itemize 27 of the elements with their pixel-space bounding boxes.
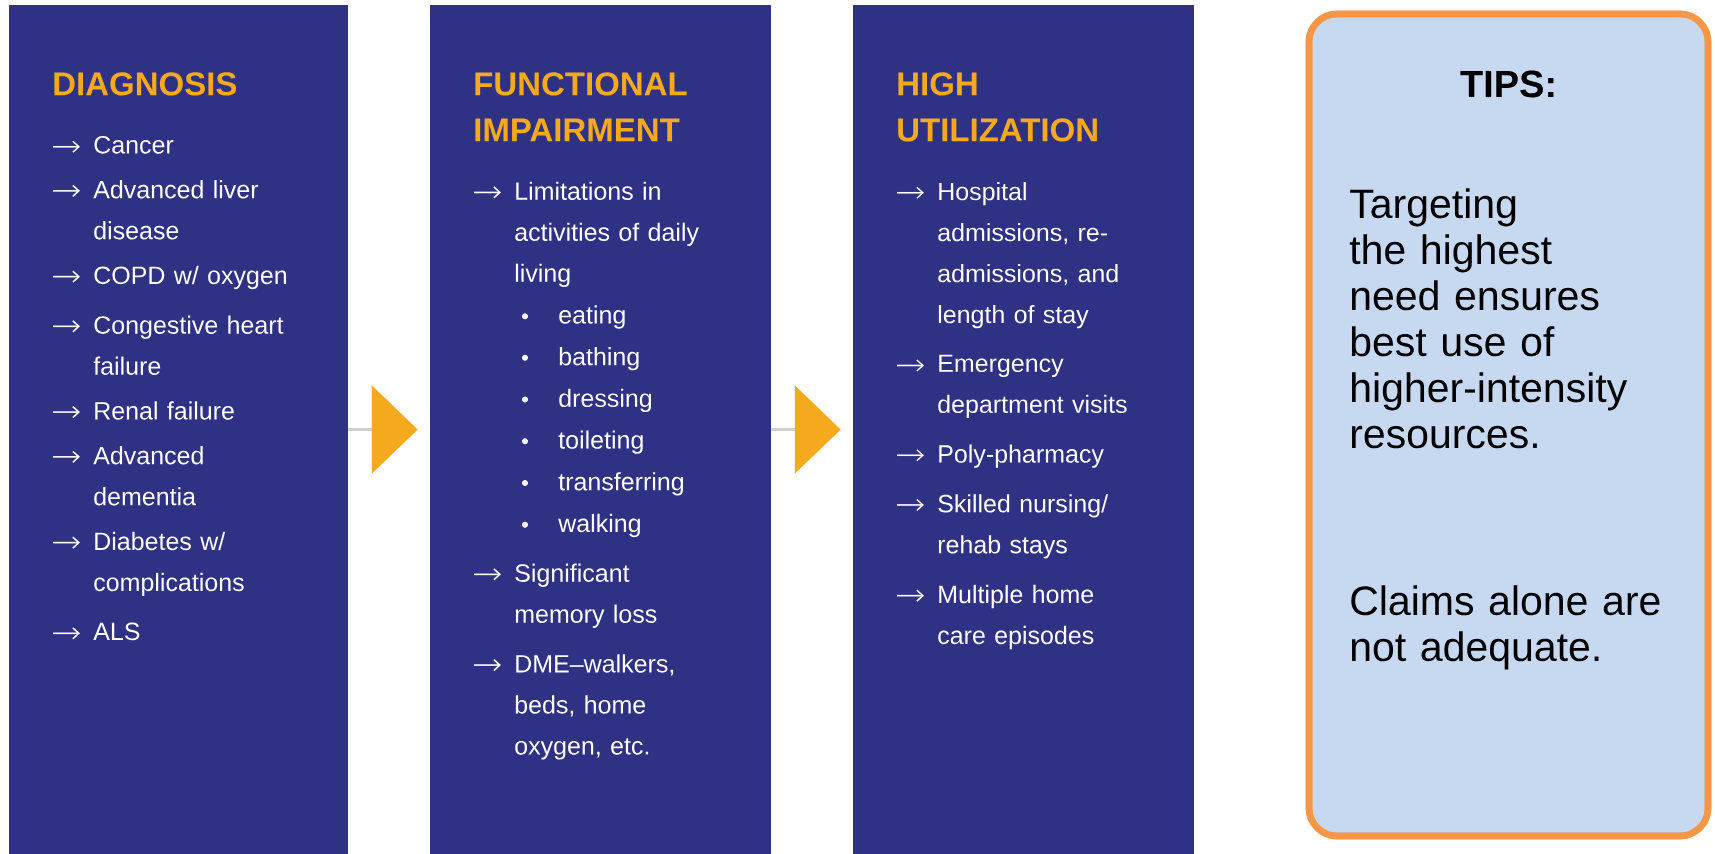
list-item: Renal failure	[95, 401, 234, 420]
list-item: Poly-pharmacy	[939, 444, 1104, 468]
list-item: ALS	[93, 622, 140, 641]
list-item: Multiple home care episodes	[938, 584, 1094, 650]
list-item: walking	[558, 513, 640, 538]
column-heading: HIGH UTILIZATION	[898, 72, 1097, 142]
list-item: dressing	[559, 388, 652, 413]
list-item: eating	[559, 305, 625, 329]
list-item: Advanced dementia	[93, 446, 203, 506]
list-item: bathing	[559, 347, 639, 371]
list-item: Congestive heart failure	[93, 315, 284, 375]
tips-text: Targeting the highest need ensures best use of higher-intensity resources.	[1349, 188, 1628, 449]
list-item: Cancer	[94, 135, 174, 154]
list-item: toileting	[558, 430, 643, 454]
list-item: Advanced liver disease	[93, 180, 259, 240]
list-item: transferring	[558, 472, 684, 496]
list-item: Significant memory loss	[515, 563, 657, 628]
tips-text: Claims alone are not adequate.	[1351, 585, 1660, 670]
tips-heading: TIPS:	[1460, 70, 1554, 98]
list-item: Emergency department visits	[938, 354, 1127, 419]
column-heading: FUNCTIONAL IMPAIRMENT	[475, 72, 687, 142]
list-item: COPD w/ oxygen	[94, 265, 287, 290]
column-heading: DIAGNOSIS	[54, 72, 237, 96]
list-item: Skilled nursing/ rehab stays	[938, 494, 1109, 559]
list-item: Diabetes w/ complications	[94, 531, 244, 597]
list-item: Hospital admissions, re-admissions, and length of stay	[938, 181, 1118, 329]
list-item: DME–walkers, beds, home oxygen, etc.	[515, 654, 674, 760]
